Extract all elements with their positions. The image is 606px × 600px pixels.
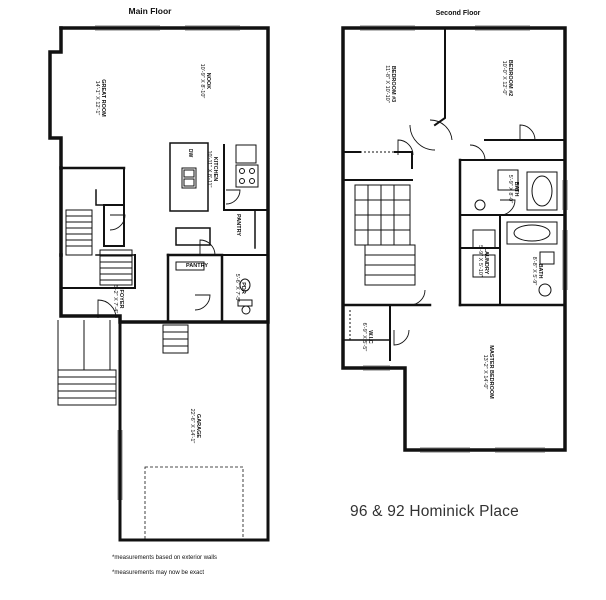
room-bedroom-2: BEDROOM #2 10'-0" X 12'-0" [501,59,513,97]
room-garage: GARAGE 22'-6" X 14'-1" [189,408,201,444]
main-floor-left-wall-upper [48,26,63,170]
room-wic: W.I.C 6'-9" X 5'-5" [361,322,373,352]
room-laundry: LAUNDRY 5'-9" X 5'-10" [477,245,489,277]
measurement-note-2: *measurements may now be exact [112,570,205,576]
room-master-bedroom: MASTER BEDROOM 13'-2" X 14'-0" [482,345,494,399]
garage-door [144,466,244,541]
room-kitchen: KITCHEN 10'-11" X 8'-11" [206,150,218,188]
room-kitchen-pantry: PANTRY [235,214,241,236]
property-address: 96 & 92 Hominick Place [350,503,519,520]
room-powder: PDR 5'-6" X 7'-5" [234,273,246,303]
room-great-room: GREAT ROOM 14'-1" X 12'-1" [94,79,106,117]
second-floor-exterior-wall [341,26,567,452]
room-nook: NOOK 10'-9" X 8'-10" [199,63,211,99]
room-pantry: PANTRY [186,263,208,269]
second-floor-title: Second Floor [435,10,481,17]
room-bath-ensuite: BATH 8'-8" X 5'-9" [531,256,543,286]
dishwasher-label: DW [187,148,194,158]
measurement-note-1: *measurements based on exterior walls [112,555,218,561]
room-bedroom-3: BEDROOM #3 11'-8" X 10'-10" [384,65,396,103]
main-floor-title: Main Floor [128,6,172,16]
room-bath-upper: BATH 5'-9" X 8'-0" [507,174,519,204]
room-foyer: FOYER 6'-2" X 7'-4" [112,284,124,314]
